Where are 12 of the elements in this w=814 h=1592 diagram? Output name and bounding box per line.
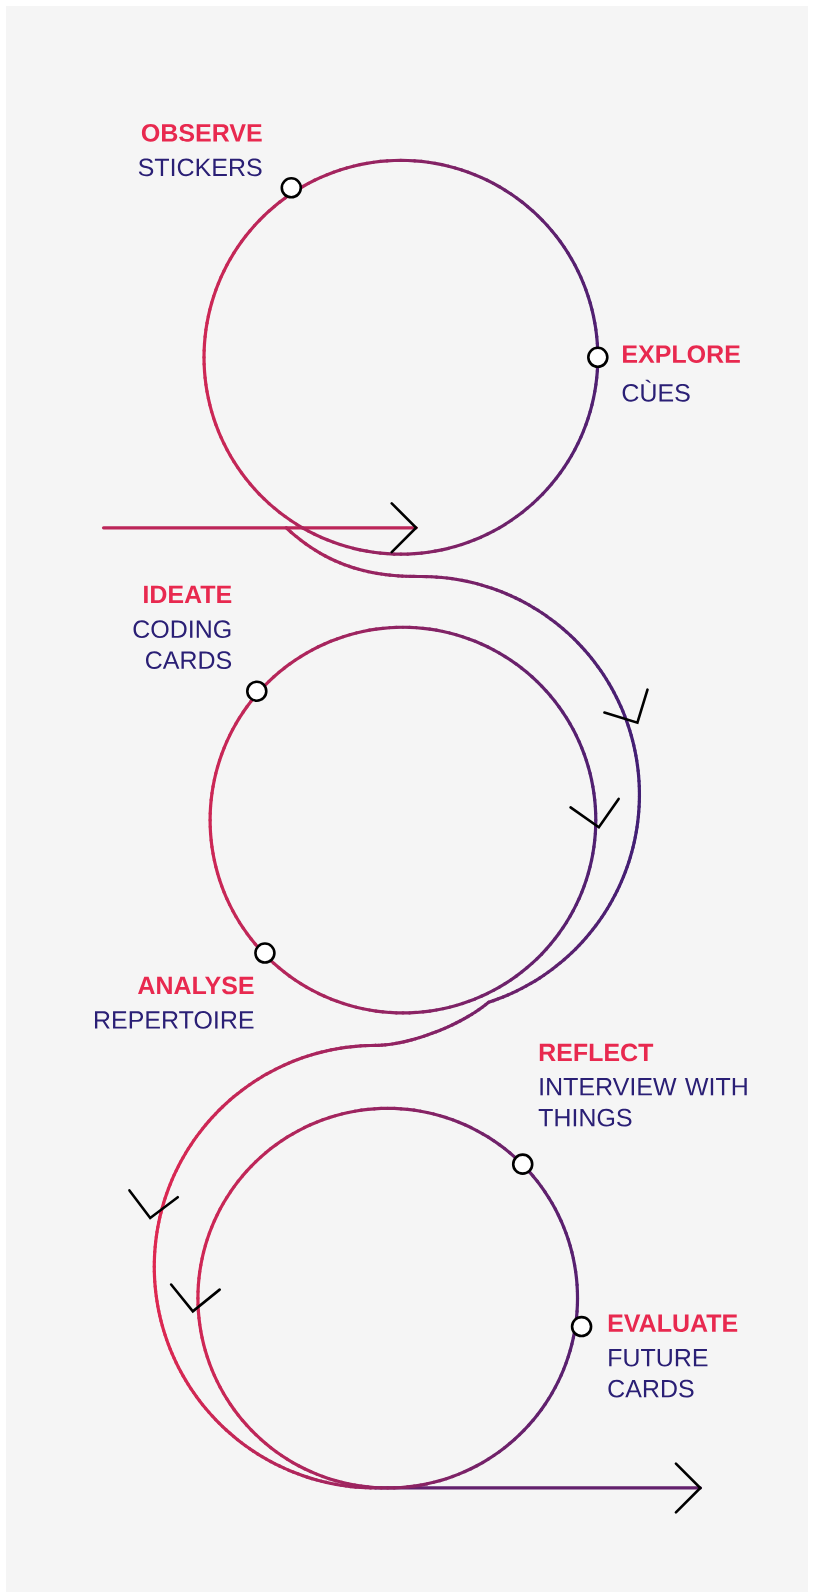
stage-title: IDEATE bbox=[144, 585, 232, 604]
stage-tool: INTERVIEW WITH THINGS bbox=[538, 1078, 747, 1127]
stage-tool: CÙES bbox=[622, 379, 690, 402]
stage-tool: FUTURE CARDS bbox=[608, 1349, 708, 1398]
stage-title: EXPLORE bbox=[623, 345, 740, 363]
stage-tool: CODING CARDS bbox=[133, 620, 232, 670]
stage-tool: STICKERS bbox=[138, 158, 262, 177]
stage-title: ANALYSE bbox=[138, 976, 254, 995]
stage-title: REFLECT bbox=[539, 1043, 654, 1062]
stage-title: OBSERVE bbox=[141, 124, 262, 142]
stage-tool: REPERTOIRE bbox=[95, 1011, 254, 1029]
stage-title: EVALUATE bbox=[608, 1314, 738, 1333]
